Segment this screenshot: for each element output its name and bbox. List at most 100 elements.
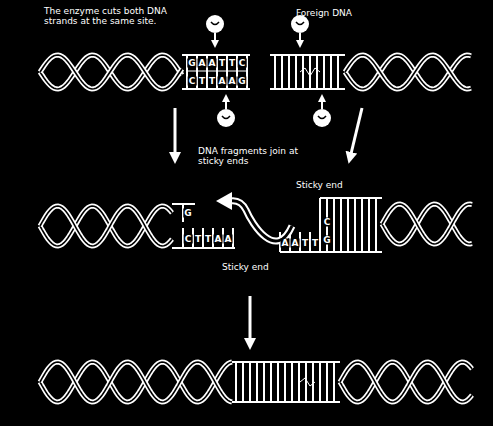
join-arrow <box>230 201 292 241</box>
dna-backbone <box>320 197 382 199</box>
dna-helix <box>340 362 472 402</box>
dna-helix <box>340 362 472 402</box>
dna-helix <box>40 362 232 402</box>
base-pair <box>242 362 244 402</box>
base-letter: T <box>198 77 206 86</box>
dna-helix <box>40 206 172 246</box>
base-pair <box>340 198 342 252</box>
base-pair <box>354 198 356 252</box>
base-pair <box>375 198 377 252</box>
base-letter: T <box>311 239 319 248</box>
enzyme-arrow <box>321 98 323 109</box>
dna-helix <box>382 204 472 244</box>
base-pair <box>281 55 283 89</box>
restriction-enzyme <box>217 109 235 127</box>
text-label: DNA fragments join at sticky ends <box>198 146 308 166</box>
dna-helix <box>340 362 472 402</box>
base-letter: A <box>224 235 233 244</box>
text-label: Sticky end <box>222 262 282 272</box>
cut-mark <box>300 378 315 386</box>
base-letter: G <box>237 77 246 86</box>
base-letter: T <box>194 235 202 244</box>
dna-helix <box>40 362 232 402</box>
dna-helix <box>40 55 182 89</box>
restriction-enzyme <box>211 22 219 25</box>
base-letter: T <box>218 59 226 68</box>
dna-helix <box>345 55 471 89</box>
base-letter: A <box>228 77 237 86</box>
restriction-enzyme <box>206 15 224 33</box>
base-pair <box>256 362 258 402</box>
base-letter: A <box>218 77 227 86</box>
base-pair <box>326 362 328 402</box>
base-letter: G <box>183 209 192 218</box>
base-pair <box>361 198 363 252</box>
process-arrow <box>174 108 177 158</box>
enzyme-arrow <box>214 33 216 44</box>
dna-backbone <box>280 251 382 253</box>
join-arrowhead <box>216 192 232 210</box>
dna-helix <box>382 204 472 244</box>
dna-helix <box>40 362 232 402</box>
base-letter: G <box>187 59 196 68</box>
dna-helix <box>345 55 471 89</box>
base-pair <box>305 362 307 402</box>
base-pair <box>291 362 293 402</box>
base-pair <box>235 362 237 402</box>
dna-helix <box>345 55 471 89</box>
base-letter: C <box>188 77 197 86</box>
base-pair <box>333 362 335 402</box>
dna-helix <box>40 206 172 246</box>
base-pair <box>298 362 300 402</box>
base-pair <box>319 362 321 402</box>
restriction-enzyme <box>313 109 331 127</box>
base-letter: T <box>301 239 309 248</box>
process-arrow <box>249 296 252 344</box>
base-pair <box>312 362 314 402</box>
dna-helix <box>40 206 172 246</box>
dna-helix <box>40 362 232 402</box>
base-pair <box>316 55 318 89</box>
base-letter: T <box>228 59 236 68</box>
dna-helix <box>345 55 471 89</box>
base-pair <box>330 55 332 89</box>
base-pair <box>277 362 279 402</box>
base-pair <box>368 198 370 252</box>
text-label: Sticky end <box>296 180 356 190</box>
base-pair <box>288 55 290 89</box>
base-letter: A <box>208 59 217 68</box>
base-letter: T <box>208 77 216 86</box>
base-pair <box>319 198 321 252</box>
text-label: The enzyme cuts both DNA strands at the … <box>44 6 174 26</box>
enzyme-arrow <box>299 33 301 44</box>
base-pair <box>302 55 304 89</box>
enzyme-arrow <box>225 98 227 109</box>
base-pair <box>187 71 247 72</box>
base-pair <box>337 55 339 89</box>
base-pair <box>323 55 325 89</box>
base-pair <box>309 55 311 89</box>
restriction-enzyme <box>296 22 304 25</box>
base-letter: A <box>291 239 300 248</box>
base-letter: G <box>322 236 331 245</box>
base-letter: C <box>184 235 193 244</box>
dna-helix <box>382 204 472 244</box>
base-letter: A <box>198 59 207 68</box>
base-pair <box>333 198 335 252</box>
base-pair <box>249 362 251 402</box>
dna-helix <box>40 206 172 246</box>
base-pair <box>270 362 272 402</box>
dna-helix <box>40 55 182 89</box>
dna-helix <box>40 55 182 89</box>
text-label: Foreign DNA <box>296 8 376 18</box>
dna-helix <box>382 204 472 244</box>
base-pair <box>284 362 286 402</box>
base-pair <box>274 55 276 89</box>
base-letter: A <box>214 235 223 244</box>
cut-mark <box>300 68 320 76</box>
base-letter: C <box>238 59 247 68</box>
base-letter: C <box>323 218 332 227</box>
process-arrow <box>350 108 362 158</box>
